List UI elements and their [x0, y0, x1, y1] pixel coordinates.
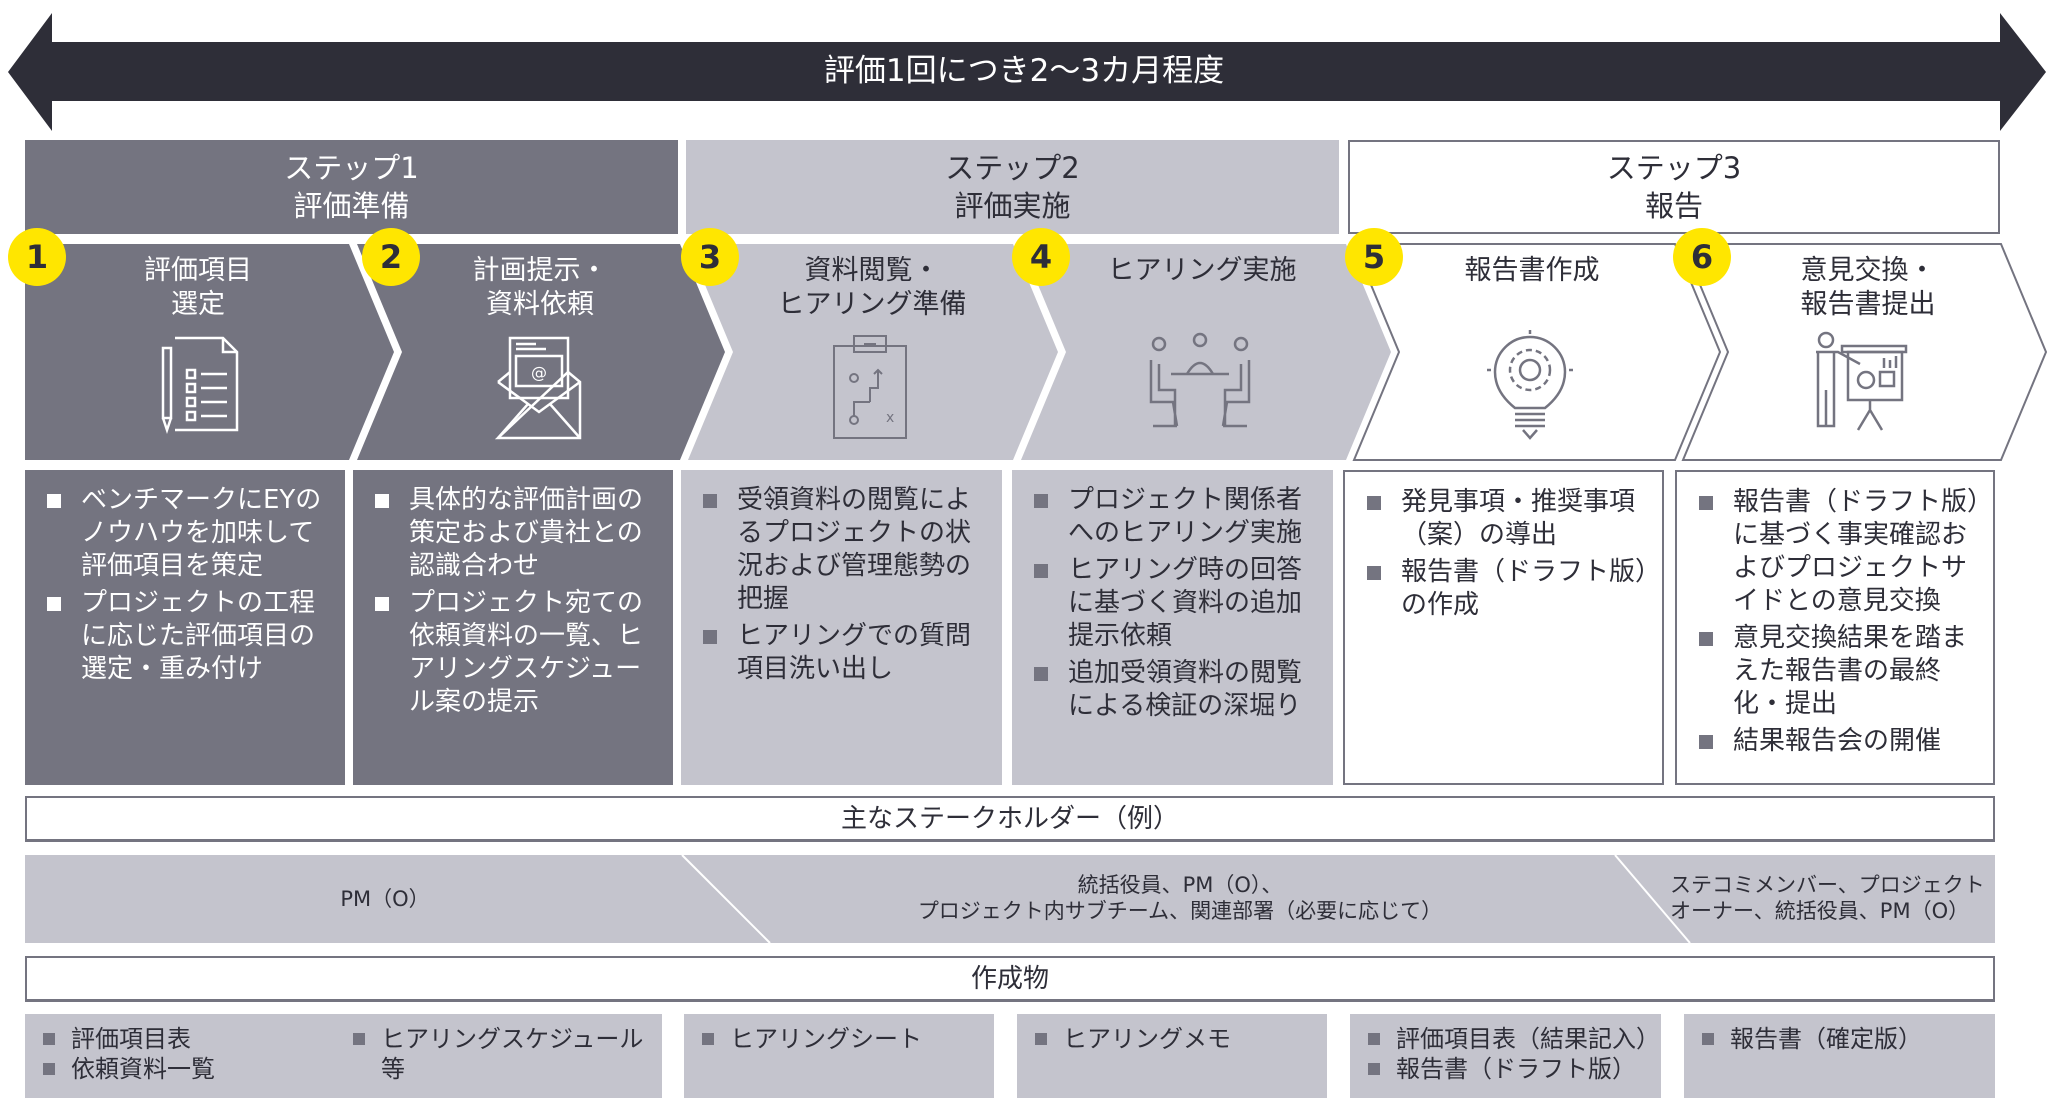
phase-5-description: 発見事項・推奨事項（案）の導出 報告書（ドラフト版）の作成 [1343, 470, 1664, 785]
bullet: プロジェクト宛ての依頼資料の一覧、ヒアリングスケジュール案の提示 [371, 587, 663, 719]
bullet: プロジェクト関係者へのヒアリング実施 [1030, 484, 1323, 550]
bullet: プロジェクトの工程に応じた評価項目の選定・重み付け [43, 587, 335, 686]
bullet: 結果報告会の開催 [1695, 725, 1983, 758]
deliverable-item: 報告書（確定版） [1700, 1024, 1987, 1054]
deliverable-box-5: 報告書（確定版） [1684, 1014, 1995, 1098]
stakeholder-group-3: ステコミメンバー、プロジェクトオーナー、統括役員、PM（O） [1670, 873, 1985, 923]
deliverable-item: ヒアリングスケジュール等 [351, 1024, 654, 1084]
phase-4-description: プロジェクト関係者へのヒアリング実施 ヒアリング時の回答に基づく資料の追加提示依… [1012, 470, 1333, 785]
meeting-icon [1149, 332, 1251, 428]
phase-2-chevron [357, 244, 725, 460]
svg-text:x: x [886, 410, 894, 426]
phase-1-chevron [25, 244, 394, 460]
bullet: ヒアリングでの質問項目洗い出し [699, 620, 992, 686]
bullet: 追加受領資料の閲覧による検証の深堀り [1030, 657, 1323, 723]
deliverable-box-4: 評価項目表（結果記入）報告書（ドラフト版） [1350, 1014, 1661, 1098]
bullet: 発見事項・推奨事項（案）の導出 [1363, 486, 1652, 552]
phase-2-number-badge: 2 [362, 228, 420, 286]
step-title: ステップ3 [1606, 151, 1742, 185]
phase-2-title: 計画提示・資料依頼 [472, 255, 608, 320]
bullet: 報告書（ドラフト版）に基づく事実確認およびプロジェクトサイドとの意見交換 [1695, 486, 1983, 618]
phase-1-number-badge: 1 [8, 228, 66, 286]
deliverable-item: 評価項目表（結果記入） [1366, 1024, 1660, 1054]
phase-1-description: ベンチマークにEYのノウハウを加味して評価項目を策定 プロジェクトの工程に応じた… [25, 470, 345, 785]
deliverable-item: 依頼資料一覧 [41, 1054, 351, 1084]
bullet: ベンチマークにEYのノウハウを加味して評価項目を策定 [43, 484, 335, 583]
timeline-double-arrow [8, 13, 2046, 131]
deliverable-item: ヒアリングメモ [1033, 1024, 1319, 1054]
phase-6-number-badge: 6 [1673, 228, 1731, 286]
email-envelope-icon: @ [494, 336, 582, 440]
step-1-header: ステップ1 評価準備 [25, 140, 678, 234]
phase-6-title: 意見交換・報告書提出 [1800, 255, 1936, 320]
phase-6-description: 報告書（ドラフト版）に基づく事実確認およびプロジェクトサイドとの意見交換 意見交… [1675, 470, 1995, 785]
phase-5-title: 報告書作成 [1464, 255, 1600, 286]
stakeholder-band [25, 854, 1995, 944]
step-title: ステップ1 [284, 151, 419, 185]
deliverable-box-3: ヒアリングメモ [1017, 1014, 1327, 1098]
phase-3-description: 受領資料の閲覧によるプロジェクトの状況および管理態勢の把握 ヒアリングでの質問項… [681, 470, 1002, 785]
stakeholder-group-2: 統括役員、PM（O）、プロジェクト内サブチーム、関連部署（必要に応じて） [917, 873, 1443, 923]
bullet: 意見交換結果を踏まえた報告書の最終化・提出 [1695, 622, 1983, 721]
step-subtitle: 評価実施 [954, 189, 1071, 223]
phase-2-description: 具体的な評価計画の策定および貴社との認識合わせ プロジェクト宛ての依頼資料の一覧… [353, 470, 673, 785]
step-subtitle: 報告 [1644, 189, 1703, 223]
step-title: ステップ2 [945, 151, 1080, 185]
deliverable-box-2: ヒアリングシート [684, 1014, 994, 1098]
bullet: 受領資料の閲覧によるプロジェクトの状況および管理態勢の把握 [699, 484, 992, 616]
phase-4-chevron [1021, 244, 1391, 460]
deliverables-heading: 作成物 [25, 956, 1995, 1002]
step-3-header: ステップ3 報告 [1348, 140, 2000, 234]
stakeholders-heading: 主なステークホルダー（例） [25, 796, 1995, 842]
bullet: 報告書（ドラフト版）の作成 [1363, 556, 1652, 622]
checklist-icon [161, 336, 239, 434]
deliverable-item: ヒアリングシート [700, 1024, 986, 1054]
phase-4-title: ヒアリング実施 [1107, 255, 1297, 286]
stakeholder-group-1: PM（O） [340, 887, 430, 911]
timeline-label: 評価1回につき2〜3カ月程度 [823, 53, 1225, 89]
step-subtitle: 評価準備 [293, 189, 410, 223]
phase-5-number-badge: 5 [1345, 228, 1403, 286]
presentation-icon [1816, 331, 1908, 431]
deliverable-item: 報告書（ドラフト版） [1366, 1054, 1653, 1084]
lightbulb-gear-icon [1487, 330, 1573, 440]
deliverable-item: 評価項目表 [41, 1024, 351, 1054]
bullet: ヒアリング時の回答に基づく資料の追加提示依頼 [1030, 554, 1323, 653]
phase-4-number-badge: 4 [1012, 228, 1070, 286]
svg-text:@: @ [531, 363, 547, 382]
phase-1-title: 評価項目選定 [144, 255, 252, 320]
deliverable-box-1: 評価項目表依頼資料一覧 ヒアリングスケジュール等 [25, 1014, 662, 1098]
phase-3-title: 資料閲覧・ヒアリング準備 [777, 255, 967, 320]
clipboard-strategy-icon: x [833, 335, 907, 439]
phase-3-number-badge: 3 [681, 228, 739, 286]
step-2-header: ステップ2 評価実施 [686, 140, 1339, 234]
bullet: 具体的な評価計画の策定および貴社との認識合わせ [371, 484, 663, 583]
